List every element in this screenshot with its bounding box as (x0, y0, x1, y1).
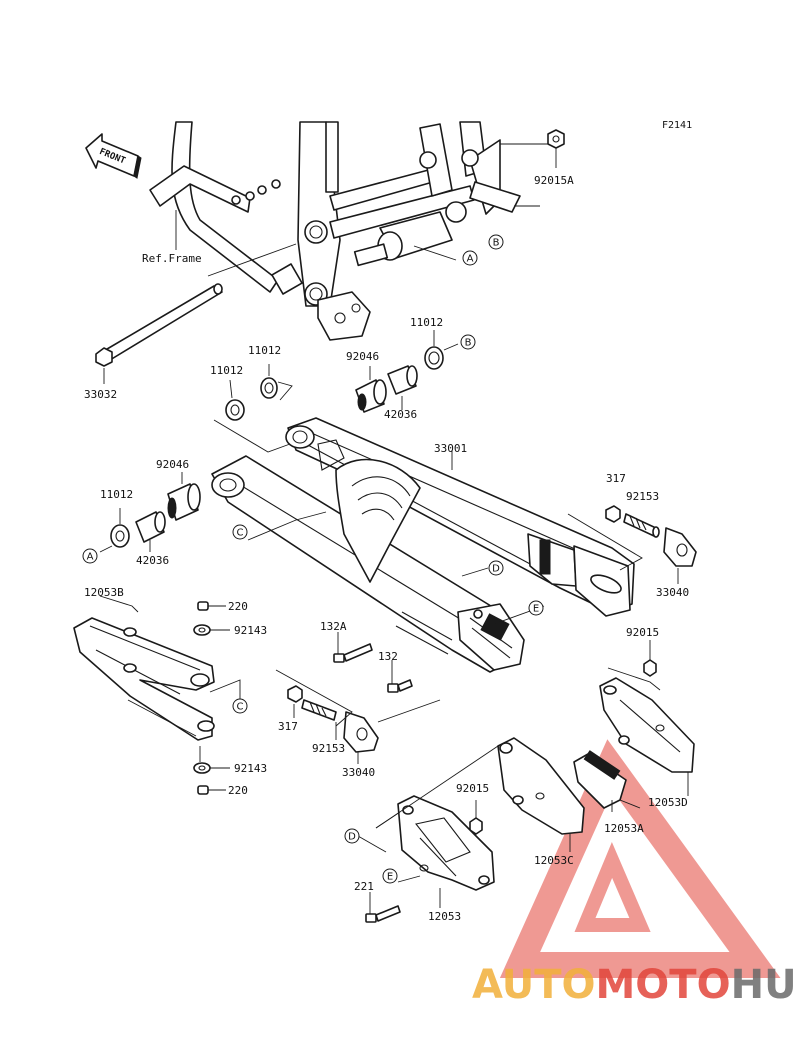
ref-circle-letter: A (467, 254, 474, 265)
washer-92143-lower (193, 762, 230, 774)
bolt-220-lower (197, 785, 226, 795)
part-label: 33040 (342, 766, 375, 779)
ref-circle-letter: C (237, 528, 244, 539)
part-label: 42036 (384, 408, 417, 421)
chain-adjuster-left (275, 669, 441, 764)
ref-circle-letter: C (237, 702, 244, 713)
ref-circle: C (232, 524, 248, 540)
part-label: 92153 (626, 490, 659, 503)
chain-guide-12053d (599, 667, 695, 796)
nut-92015a (547, 129, 565, 168)
ref-circle-letter: B (493, 238, 500, 249)
watermark-hub: HUB (731, 962, 800, 1008)
ref-circle-letter: A (87, 552, 94, 563)
part-label: 42036 (136, 554, 169, 567)
part-label: 132A (320, 620, 347, 633)
bushing-42036-upper (387, 365, 418, 410)
part-label: 33001 (434, 442, 467, 455)
ref-circle: B (460, 334, 476, 350)
part-label: 11012 (248, 344, 281, 357)
part-label: 12053D (648, 796, 688, 809)
part-label: 12053A (604, 822, 644, 835)
part-label: 11012 (210, 364, 243, 377)
ref-circle: E (382, 868, 398, 884)
chain-adjuster-right (567, 505, 697, 584)
part-label: 12053 (428, 910, 461, 923)
nut-92015-upper (643, 640, 657, 677)
part-label: 92046 (346, 350, 379, 363)
bolt-221 (365, 892, 401, 923)
part-label: 12053C (534, 854, 574, 867)
swingarm-33001 (211, 417, 635, 673)
collar-set-upper (213, 330, 459, 453)
bearing-92046-lower (167, 472, 201, 521)
part-label: 132 (378, 650, 398, 663)
part-label: 33040 (656, 586, 689, 599)
part-label: 92015A (534, 174, 574, 187)
part-label: 221 (354, 880, 374, 893)
fasteners-left (193, 601, 241, 795)
frame-reference (149, 121, 548, 341)
bolt-132a (333, 632, 373, 663)
reference-circles: B A B A C D E C D E (82, 234, 544, 884)
nut-92015-lower (469, 800, 483, 835)
part-label: 11012 (100, 488, 133, 501)
chain-guide-12053b (73, 595, 215, 741)
part-label: 92046 (156, 458, 189, 471)
watermark-moto: MOTO (596, 962, 731, 1008)
figure-code: F2141 (662, 120, 692, 131)
ref-circle: C (232, 698, 248, 714)
seal-11012-lower (99, 508, 130, 553)
ref-circle-letter: E (387, 872, 393, 883)
ref-circle-letter: B (465, 338, 472, 349)
part-label: 92015 (626, 626, 659, 639)
part-label: 12053B (84, 586, 124, 599)
bushing-42036-lower (135, 511, 166, 552)
chain-guide-12053 (375, 745, 499, 908)
part-label: 220 (228, 784, 248, 797)
bearing-92046-upper (355, 366, 387, 413)
ref-circle: A (82, 548, 98, 564)
part-label: 92153 (312, 742, 345, 755)
watermark-auto: AUTO (472, 962, 596, 1008)
chain-slider-12053a (573, 750, 641, 812)
part-label: 33032 (84, 388, 117, 401)
part-label: 317 (606, 472, 626, 485)
svg-text:AUTOMOTOHUB: AUTOMOTOHUB (472, 962, 800, 1008)
pivot-shaft-33032 (95, 243, 297, 384)
part-label: 92143 (234, 762, 267, 775)
ref-circle-letter: E (533, 604, 539, 615)
ref-circle: D (344, 828, 360, 844)
seal-11012-right (424, 330, 459, 370)
washer-92143-upper (193, 624, 230, 636)
part-label: 220 (228, 600, 248, 613)
watermark-logo-triangle (499, 739, 781, 978)
front-direction-arrow: FRONT (85, 133, 142, 179)
ref-frame-label: Ref.Frame (142, 252, 202, 265)
seal-11012-mid (260, 364, 278, 399)
ref-circle-letter: D (348, 832, 356, 843)
ref-circle-letter: D (492, 564, 500, 575)
ref-circle: E (528, 600, 544, 616)
bolts-132 (333, 632, 413, 693)
collar-set-lower (99, 472, 201, 553)
bolt-220-upper (197, 601, 226, 611)
part-label: 317 (278, 720, 298, 733)
bolt-132 (387, 660, 413, 693)
part-label: 92015 (456, 782, 489, 795)
ref-circle: B (488, 234, 504, 250)
part-label: 92143 (234, 624, 267, 637)
seal-11012-left (225, 379, 245, 421)
chain-guide-12053c (497, 737, 585, 852)
part-label: 11012 (410, 316, 443, 329)
ref-circle: A (462, 250, 478, 266)
watermark-text: AUTOMOTOHUB (472, 962, 800, 1008)
ref-circle: D (488, 560, 504, 576)
